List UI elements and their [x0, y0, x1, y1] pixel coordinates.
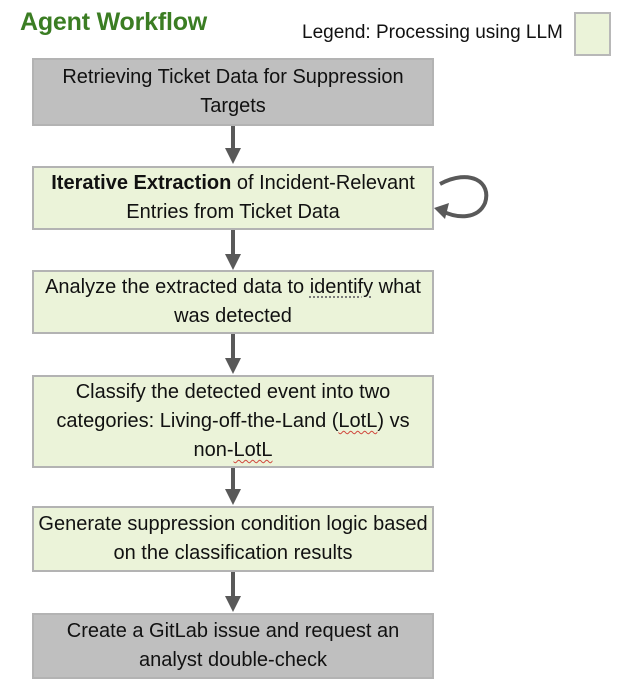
diagram-title: Agent Workflow — [20, 8, 208, 36]
step-5-text: Generate suppression condition logic bas… — [38, 513, 428, 564]
step-classify-event: Classify the detected event into two cat… — [32, 375, 434, 468]
step-2-bold: Iterative Extraction — [51, 172, 232, 194]
step-3-text: Analyze the extracted data to identify w… — [45, 276, 421, 327]
step-4-lotl-2: LotL — [233, 439, 273, 461]
step-4-lotl-1: LotL — [338, 410, 378, 432]
step-create-gitlab-issue: Create a GitLab issue and request an ana… — [32, 613, 434, 679]
step-retrieve-ticket-data: Retrieving Ticket Data for Suppression T… — [32, 58, 434, 126]
step-3-dotted: identify — [309, 276, 374, 298]
step-iterative-extraction: Iterative Extraction of Incident-Relevan… — [32, 166, 434, 230]
step-2-rest: of Incident-Relevant Entries from Ticket… — [126, 172, 415, 223]
loop-arrow-icon — [439, 175, 489, 219]
step-4-text: Classify the detected event into two cat… — [56, 381, 410, 461]
step-analyze-data: Analyze the extracted data to identify w… — [32, 270, 434, 334]
step-1-text: Retrieving Ticket Data for Suppression T… — [62, 66, 404, 117]
legend-label: Legend: Processing using LLM — [302, 22, 563, 43]
step-generate-suppression: Generate suppression condition logic bas… — [32, 506, 434, 572]
step-2-text: Iterative Extraction of Incident-Relevan… — [38, 169, 428, 227]
loop-arrowhead — [434, 203, 449, 219]
legend-llm-swatch — [574, 12, 611, 56]
step-6-text: Create a GitLab issue and request an ana… — [66, 620, 400, 671]
